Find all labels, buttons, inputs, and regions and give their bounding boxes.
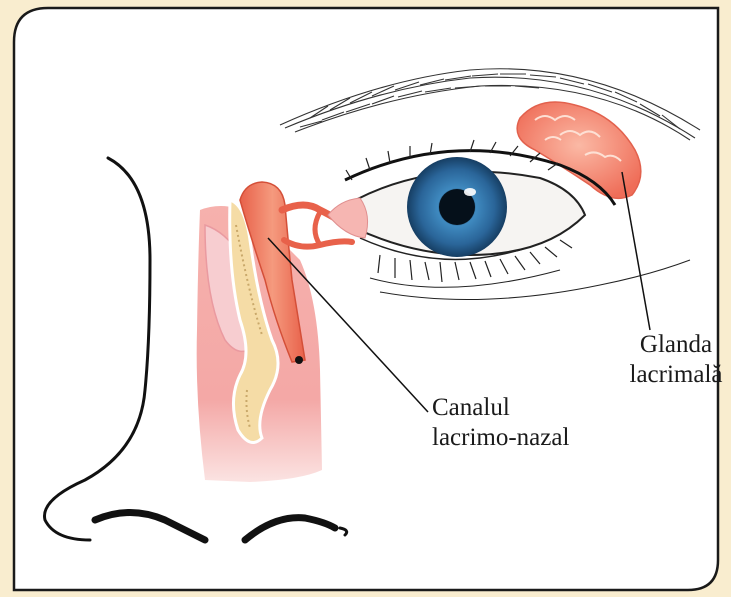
gland-label-line1: Glanda <box>626 330 726 360</box>
canal-label-line1: Canalul <box>432 393 569 423</box>
lacrimal-gland-label: Glanda lacrimală <box>626 330 726 390</box>
nasolacrimal-canal-label: Canalul lacrimo-nazal <box>432 393 569 453</box>
gland-label-line2: lacrimală <box>626 360 726 390</box>
canal-label-line2: lacrimo-nazal <box>432 423 569 453</box>
